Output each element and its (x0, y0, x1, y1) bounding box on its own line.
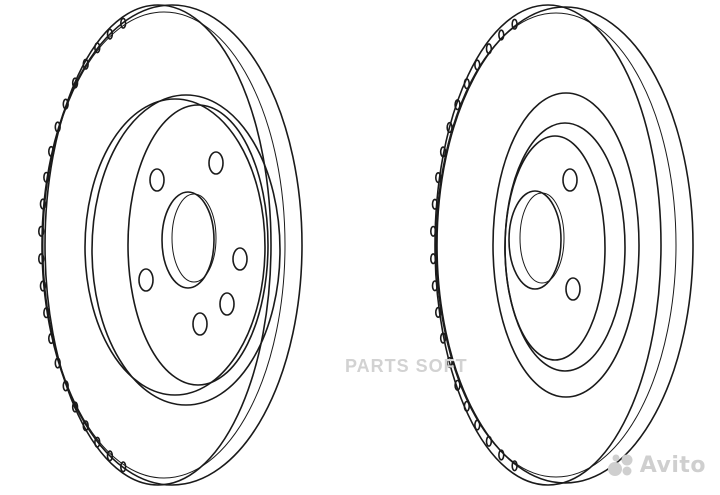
vent-hole (54, 121, 61, 133)
outer-edge-front (41, 4, 303, 486)
vent-hole (37, 225, 45, 237)
hat-inner-wall (127, 104, 269, 386)
bolt-hole (565, 277, 581, 301)
disc-front-view (37, 4, 303, 486)
vent-hole (82, 58, 89, 70)
vent-channel-ring (42, 11, 286, 479)
vent-hole (94, 42, 101, 54)
vent-hole (446, 356, 453, 369)
vent-hole (511, 18, 518, 30)
center-bore-depth (171, 193, 217, 283)
outer-edge-back (44, 4, 272, 486)
vent-hole (511, 460, 518, 472)
vent-hole (94, 436, 101, 448)
vent-hole (485, 435, 493, 447)
vent-hole (106, 28, 114, 40)
bolt-hole (149, 168, 165, 192)
vent-hole (47, 332, 55, 345)
vent-hole (430, 253, 437, 265)
vent-hole (431, 280, 439, 292)
vent-hole (439, 146, 447, 158)
vent-hole (54, 357, 61, 369)
outer-edge-front (436, 6, 694, 484)
brand-text: Avito (639, 452, 706, 478)
vent-hole (62, 98, 69, 110)
vent-hole (71, 401, 79, 413)
bolt-hole (208, 151, 224, 175)
vent-hole (485, 43, 493, 55)
avito-logo: Avito (606, 452, 706, 478)
vent-hole (119, 17, 127, 29)
vent-hole (439, 332, 447, 344)
center-bore (508, 190, 562, 290)
vent-hole (463, 78, 470, 90)
rear-hub-inner (504, 135, 606, 361)
bolt-hole (219, 292, 235, 316)
vent-hole (71, 77, 79, 89)
outer-edge-back (434, 4, 662, 486)
vent-hole (498, 449, 505, 461)
vent-hole (435, 172, 442, 184)
vent-hole (39, 198, 47, 210)
vent-hole (47, 145, 55, 158)
vent-hole (119, 461, 127, 473)
vent-hole (82, 420, 89, 432)
vent-hole (43, 307, 50, 319)
vent-hole (498, 29, 505, 41)
bolt-hole (232, 247, 248, 271)
bolt-hole (192, 312, 208, 336)
hat-face (84, 98, 266, 396)
center-bore (161, 191, 215, 289)
vent-hole (106, 450, 114, 462)
vent-hole (39, 280, 47, 292)
hat-outer-edge (91, 94, 281, 406)
vent-hole (463, 400, 470, 412)
vent-hole (43, 171, 50, 183)
vent-hole (446, 121, 453, 134)
vent-hole (430, 225, 437, 237)
vent-hole (454, 99, 461, 111)
watermark-text: PARTS SOFT (345, 356, 468, 376)
vent-hole (37, 253, 45, 265)
center-bore-depth (519, 192, 565, 284)
vent-hole (431, 198, 439, 210)
vent-hole (435, 306, 442, 319)
bolt-hole (562, 168, 578, 192)
avito-dots-icon (607, 454, 633, 476)
vent-hole (62, 380, 69, 392)
disc-rear-view (430, 4, 694, 486)
bolt-hole (138, 268, 154, 292)
vent-channel-ring (435, 12, 677, 478)
vent-hole (454, 379, 461, 391)
vent-hole (474, 59, 481, 71)
vent-hole (474, 419, 481, 431)
rear-hub-face (492, 92, 640, 398)
